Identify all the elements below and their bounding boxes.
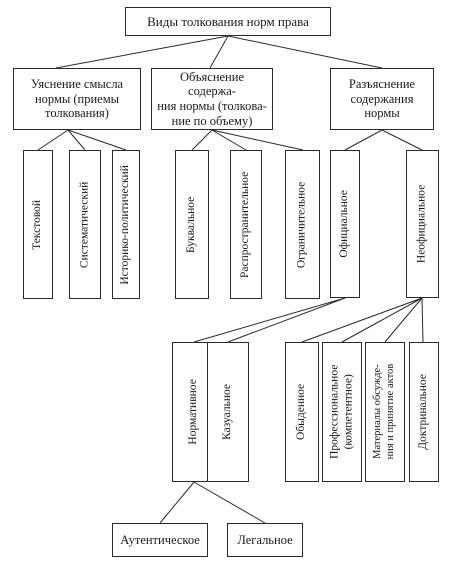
connector-neoficialnoe-materialy bbox=[384, 297, 423, 343]
node-razyasnenie-line3: нормы bbox=[364, 106, 400, 121]
connector-razyasnenie-neoficialnoe bbox=[381, 129, 423, 151]
node-tekstovoy: Текстовой bbox=[23, 150, 53, 299]
root-node-label: Виды толкования норм права bbox=[147, 13, 309, 29]
root-node: Виды толкования норм права bbox=[125, 7, 331, 36]
node-tekstovoy-label: Текстовой bbox=[31, 199, 44, 250]
node-uyasnenie-line1: Уяснение смысла bbox=[30, 76, 124, 91]
node-legalnoe-label: Легальное bbox=[237, 532, 293, 547]
node-kazualnoe-label: Казуальное bbox=[221, 384, 234, 440]
node-razyasnenie-line2: содержания bbox=[350, 91, 414, 106]
node-uyasnenie-line3: толкования) bbox=[45, 106, 109, 121]
node-sistematicheskiy: Систематический bbox=[69, 150, 101, 299]
node-normativnoe-label: Нормативное bbox=[187, 379, 200, 445]
node-neoficialnoe: Неофициальное bbox=[406, 150, 439, 298]
node-sistematicheskiy-label: Систематический bbox=[78, 181, 91, 268]
node-rasprostranitelnoe-label: Распространительное bbox=[239, 171, 252, 278]
node-bukvalnoe: Буквальное bbox=[175, 150, 209, 299]
node-professionalnoe-line1: Профессиональное bbox=[328, 364, 341, 460]
node-obyasnenie-line2: ния нормы (толкова- bbox=[157, 99, 267, 113]
node-razyasnenie: Разъяснение содержания нормы bbox=[330, 68, 434, 130]
connector-oficialnoe-normativnoe bbox=[193, 297, 346, 343]
connector-oficialnoe-kazualnoe bbox=[227, 297, 346, 343]
node-razyasnenie-line1: Разъяснение bbox=[348, 76, 416, 91]
node-obyasnenie-line3: ние по объему) bbox=[171, 113, 253, 128]
connector-normativnoe-autenticheskoe bbox=[159, 481, 195, 524]
connector-obyem-rasprostranitelnoe bbox=[211, 129, 247, 151]
connector-razyasnenie-oficialnoe bbox=[344, 129, 383, 151]
node-uyasnenie-line2: нормы (приемы bbox=[34, 91, 120, 106]
node-materialy-line2: ния и принятие актов bbox=[385, 364, 396, 460]
node-professionalnoe-line2: (компетентное) bbox=[342, 374, 355, 450]
node-oficialnoe-label: Официальное bbox=[338, 190, 351, 258]
node-professionalnoe-text: Профессиональное (компетентное) bbox=[328, 365, 356, 459]
node-doktrinalnoe-label: Доктринальное bbox=[417, 374, 430, 450]
node-oficialnoe: Официальное bbox=[330, 150, 360, 298]
node-obyasnenie: Объяснение содержа- ния нормы (толкова- … bbox=[151, 68, 273, 130]
node-neoficialnoe-label: Неофициальное bbox=[415, 184, 428, 264]
node-ogranichitelnoe-label: Ограничительное bbox=[295, 181, 308, 268]
node-materialy-text: Материалы обсужде- ния и принятие актов bbox=[372, 364, 397, 460]
connector-priemy-systematic bbox=[67, 129, 86, 151]
node-legalnoe: Легальное bbox=[227, 523, 303, 557]
node-autenticheskoe: Аутентическое bbox=[112, 523, 208, 557]
node-professionalnoe: Профессиональное (компетентное) bbox=[322, 342, 362, 482]
node-obydennoe-label: Обыденное bbox=[295, 383, 308, 441]
connector-normativnoe-legalnoe bbox=[193, 481, 266, 524]
node-doktrinalnoe: Доктринальное bbox=[409, 342, 439, 482]
node-obydennoe: Обыденное bbox=[285, 342, 319, 482]
node-ogranichitelnoe: Ограничительное bbox=[285, 150, 320, 299]
connector-priemy-tekstovoy bbox=[37, 129, 69, 151]
connector-priemy-historical bbox=[67, 129, 127, 151]
connector-root-razyasnenie bbox=[227, 35, 383, 69]
connector-neoficialnoe-professionalnoe bbox=[341, 297, 423, 343]
node-istoriko-politicheskiy: Историко-политический bbox=[112, 150, 140, 299]
node-istoriko-politicheskiy-label: Историко-политический bbox=[119, 164, 132, 285]
node-obyasnenie-line1: Объяснение содержа- bbox=[179, 69, 244, 99]
node-uyasnenie: Уяснение смысла нормы (приемы толкования… bbox=[13, 68, 141, 130]
node-rasprostranitelnoe: Распространительное bbox=[230, 150, 262, 299]
node-autenticheskoe-label: Аутентическое bbox=[120, 532, 200, 547]
connector-root-obyem bbox=[209, 35, 229, 69]
node-materialy: Материалы обсужде- ния и принятие актов bbox=[365, 342, 405, 482]
node-bukvalnoe-label: Буквальное bbox=[185, 196, 198, 253]
connector-neoficialnoe-obydennoe bbox=[301, 297, 423, 343]
node-kazualnoe: Казуальное bbox=[207, 342, 249, 482]
connector-root-priemy bbox=[55, 35, 229, 69]
connector-obyem-ogranichitelnoe bbox=[211, 129, 304, 151]
connector-neoficialnoe-doktrinalnoe bbox=[421, 297, 424, 343]
connector-obyem-bukvalnoe bbox=[191, 129, 213, 151]
node-materialy-line1: Материалы обсужде- bbox=[372, 364, 384, 460]
